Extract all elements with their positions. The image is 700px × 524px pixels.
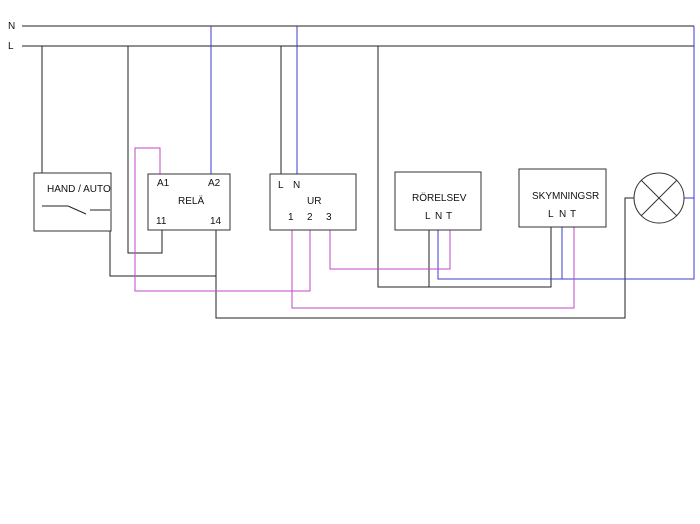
skymningsr-box [518,168,607,228]
switch-contact [67,205,87,215]
skymningsr-l-label: L [548,209,554,220]
ur-title: UR [307,196,321,207]
neutral-wires [210,26,695,280]
live-rail-label: L [8,41,14,52]
rela-title: RELÄ [178,195,204,207]
rela-14-label: 14 [210,216,222,227]
rela-11-label: 11 [156,216,167,227]
ur-l-label: L [278,180,284,191]
hand-auto-label: HAND / AUTO [47,184,111,195]
ur-3-label: 3 [326,212,332,223]
ur-timer: L N UR 1 2 3 [269,173,357,231]
rela-box [147,173,231,231]
ur-n-label: N [293,180,300,191]
rela-a2-label: A2 [208,178,221,189]
skymningsr-title: SKYMNINGSR [532,191,599,202]
rorelsev-box [394,171,482,231]
control-wires [134,147,575,309]
skymningsr-t-label: T [570,209,576,220]
rorelsev-title: RÖRELSEV [412,192,467,204]
lamp-icon [633,172,685,224]
ur-box [269,173,357,231]
hand-auto-box [33,172,112,232]
rorelsev-l-label: L [425,211,431,222]
skymningsr-n-label: N [559,209,566,220]
ur-2-label: 2 [307,212,313,223]
rorelsev-t-label: T [446,211,452,222]
skymningsr-sensor: SKYMNINGSR L N T [518,168,607,228]
rorelsev-sensor: RÖRELSEV L N T [394,171,482,231]
rorelsev-n-label: N [435,211,442,222]
rela-a1-label: A1 [157,178,170,189]
neutral-rail-label: N [8,21,15,32]
rela-relay: A1 A2 RELÄ 11 14 [147,173,231,231]
hand-auto-switch: HAND / AUTO [33,172,112,232]
ur-1-label: 1 [288,212,294,223]
